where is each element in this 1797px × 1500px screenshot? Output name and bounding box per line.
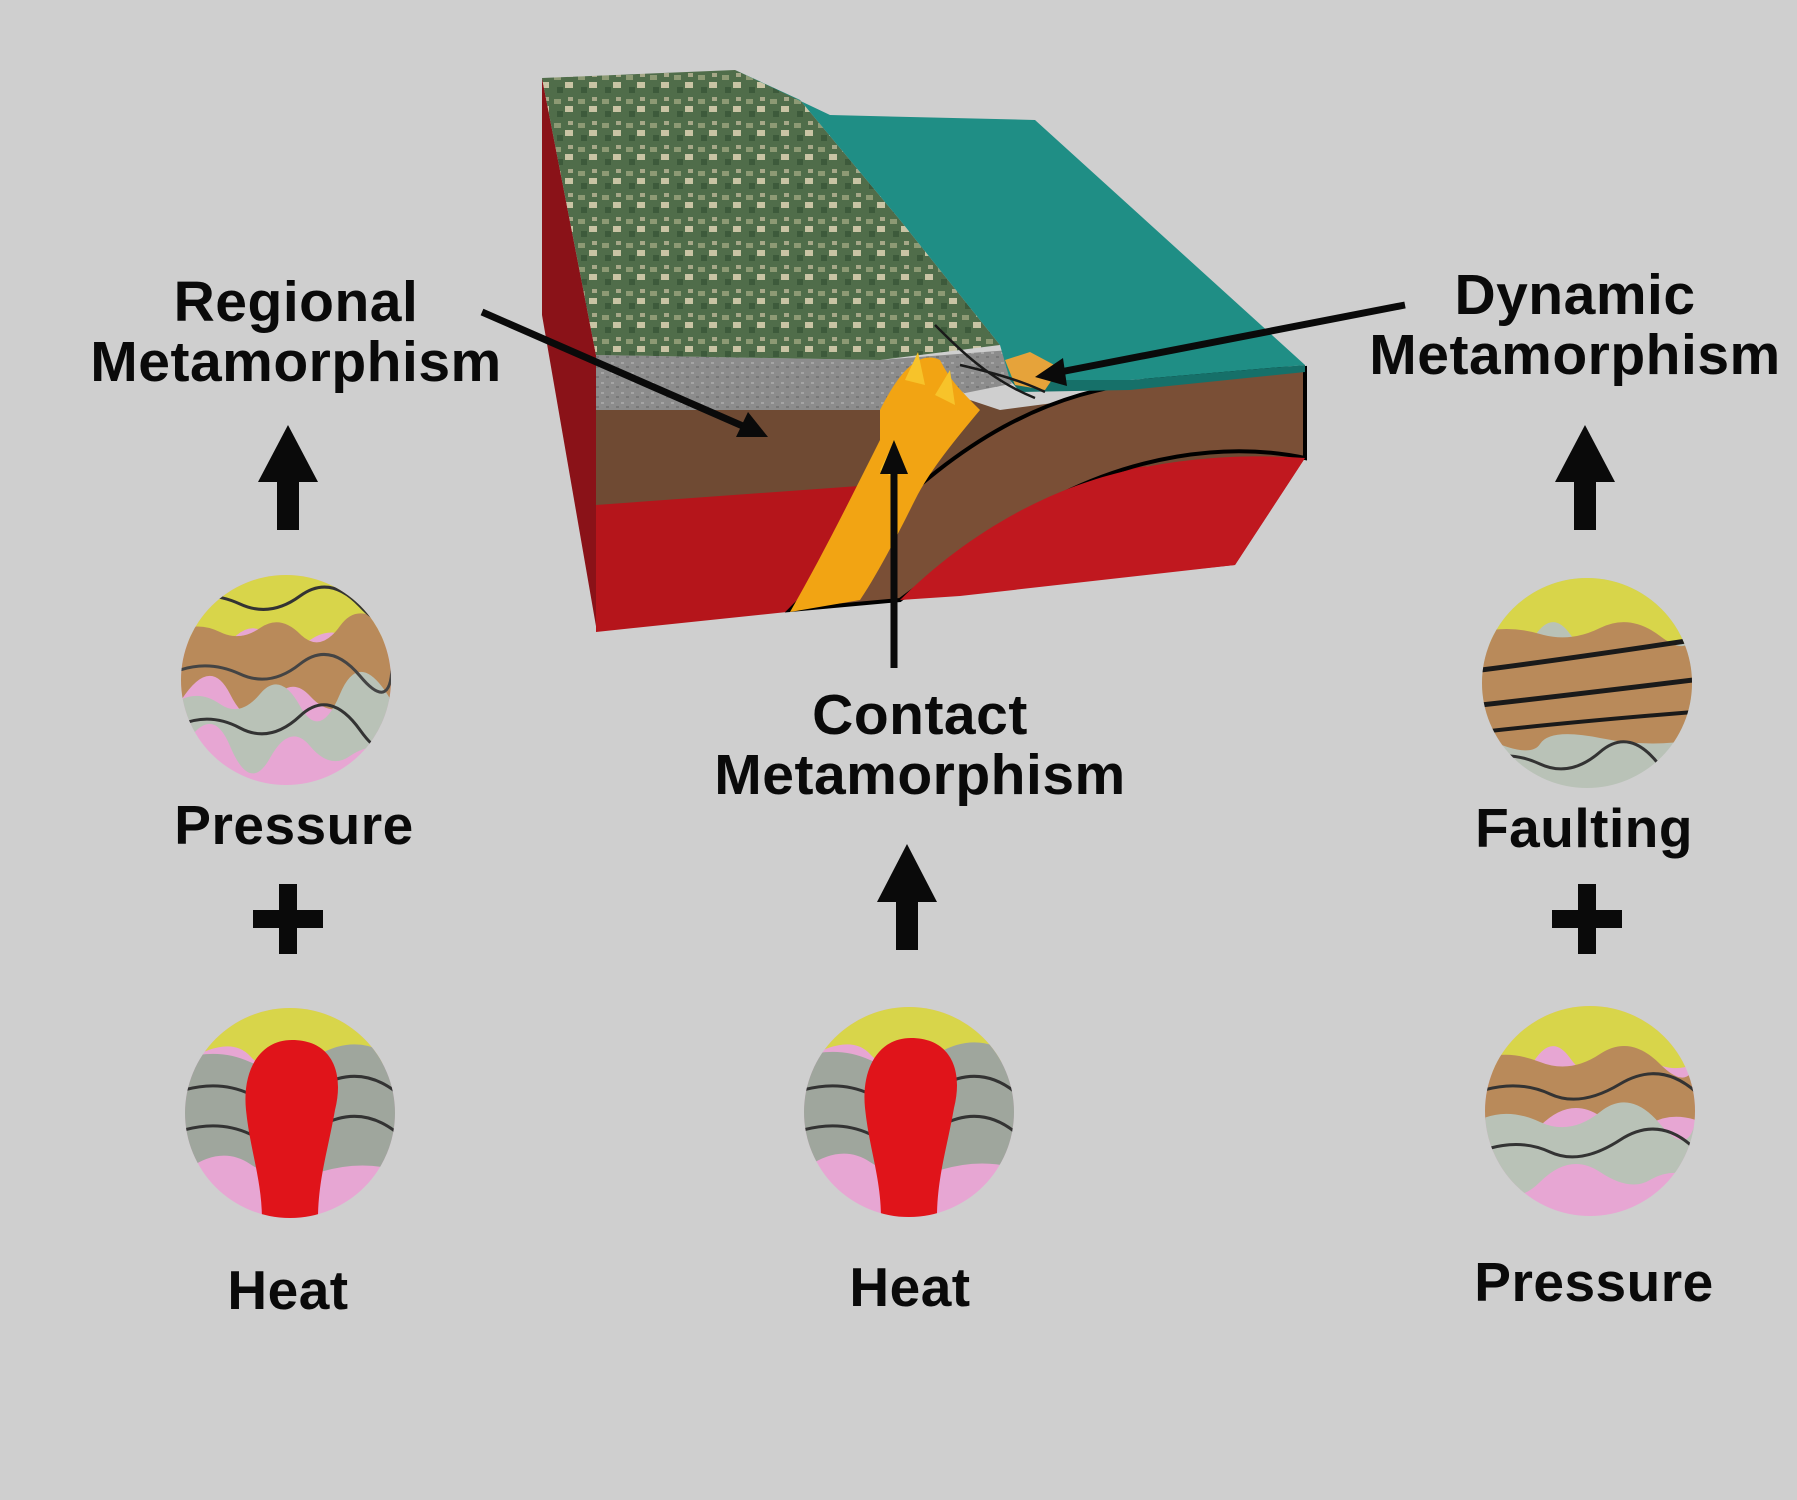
- right-faulting-caption: Faulting: [1475, 797, 1693, 859]
- regional-label-line1: Regional: [173, 270, 419, 334]
- plate-boundary-block-diagram: [542, 70, 1307, 632]
- left-heat-caption: Heat: [227, 1259, 349, 1321]
- plus-sign-left: [253, 884, 323, 954]
- contact-metamorphism-label: Contact Metamorphism: [714, 685, 1125, 805]
- up-arrow-center: [877, 844, 937, 950]
- dynamic-metamorphism-label: Dynamic Metamorphism: [1369, 265, 1780, 385]
- dynamic-label-line1: Dynamic: [1454, 263, 1696, 327]
- magma-intrusion-icon: [185, 1008, 395, 1218]
- contact-pointer-arrow: [880, 440, 908, 668]
- folded-rock-layers-icon: [181, 575, 391, 785]
- dynamic-pointer-arrow: [1035, 301, 1406, 386]
- center-heat-caption: Heat: [849, 1256, 971, 1318]
- folded-rock-layers-icon-right: [1485, 1006, 1695, 1216]
- left-pressure-caption: Pressure: [174, 794, 414, 856]
- block-left-face: [542, 78, 597, 632]
- faulted-rock-layers-icon: [1482, 578, 1692, 788]
- dynamic-label-line2: Metamorphism: [1369, 323, 1781, 387]
- contact-label-line1: Contact: [812, 683, 1028, 747]
- regional-label-line2: Metamorphism: [90, 330, 502, 394]
- right-pressure-caption: Pressure: [1474, 1251, 1714, 1313]
- up-arrow-right: [1555, 425, 1615, 530]
- up-arrow-left: [258, 425, 318, 530]
- magma-zone: [790, 357, 980, 612]
- land-surface: [542, 70, 1000, 360]
- contact-label-line2: Metamorphism: [714, 743, 1126, 807]
- ocean-surface: [735, 70, 1305, 380]
- magma-intrusion-icon-center: [804, 1007, 1014, 1217]
- slab-mantle: [900, 456, 1305, 600]
- plus-sign-right: [1552, 884, 1622, 954]
- regional-metamorphism-label: Regional Metamorphism: [90, 272, 501, 392]
- regional-pointer-arrow: [480, 308, 768, 437]
